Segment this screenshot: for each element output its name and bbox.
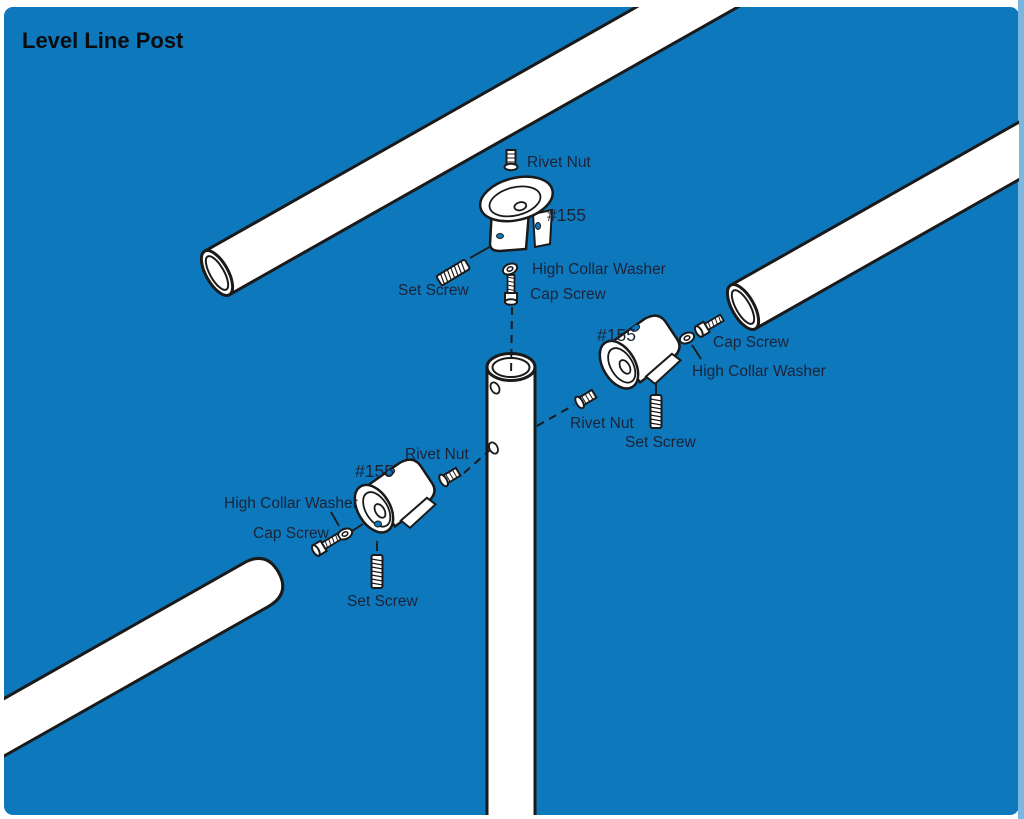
leader-left-washer-fitting xyxy=(351,523,364,532)
cap-screw-icon xyxy=(504,274,518,306)
label-high-collar-washer: High Collar Washer xyxy=(224,495,358,512)
label-part-number: #155 xyxy=(547,205,586,225)
top-right-rail-tube xyxy=(725,77,1019,331)
set-screw-icon xyxy=(649,394,663,429)
page-title: Level Line Post xyxy=(22,28,184,53)
label-rivet-nut: Rivet Nut xyxy=(527,154,591,171)
fitting-155-top xyxy=(478,175,554,253)
set-screw-icon xyxy=(370,554,384,589)
label-part-number: #155 xyxy=(597,325,636,345)
post-rivet-hole-upper xyxy=(489,381,501,395)
label-cap-screw: Cap Screw xyxy=(713,334,790,351)
fitting-hole-dot xyxy=(374,520,382,528)
top-left-rail-tube xyxy=(199,7,788,297)
label-high-collar-washer: High Collar Washer xyxy=(692,363,826,380)
right-edge-strip xyxy=(1018,0,1024,819)
label-cap-screw: Cap Screw xyxy=(253,525,330,542)
label-part-number: #155 xyxy=(355,461,394,481)
label-rivet-nut: Rivet Nut xyxy=(570,415,634,432)
leader-top-set-screw xyxy=(469,244,494,259)
assembly-left: #155 Rivet Nut High Collar Washer Cap Sc… xyxy=(224,446,469,610)
fitting-hole-dot xyxy=(496,233,504,239)
dashed-line-left-rivet xyxy=(463,449,491,474)
line-post xyxy=(485,352,537,815)
leader-right-washer xyxy=(691,344,702,360)
rivet-nut-icon xyxy=(503,149,519,172)
fitting-hole-dot xyxy=(535,222,541,230)
bottom-left-rail-tube xyxy=(4,556,285,815)
assembly-top: Rivet Nut #155 Set Screw High Collar Was… xyxy=(398,149,666,306)
dashed-line-right-rivet xyxy=(536,404,575,427)
label-rivet-nut: Rivet Nut xyxy=(405,446,469,463)
leader-left-washer-label xyxy=(330,511,340,527)
post-rivet-hole-lower xyxy=(488,441,499,455)
label-set-screw: Set Screw xyxy=(347,593,418,610)
label-cap-screw: Cap Screw xyxy=(530,286,607,303)
label-high-collar-washer: High Collar Washer xyxy=(532,261,666,278)
label-set-screw: Set Screw xyxy=(398,282,469,299)
assembly-right: #155 Cap Screw High Collar Washer Rivet … xyxy=(570,308,826,451)
dashed-line-top-assembly xyxy=(510,306,513,378)
label-set-screw: Set Screw xyxy=(625,434,696,451)
